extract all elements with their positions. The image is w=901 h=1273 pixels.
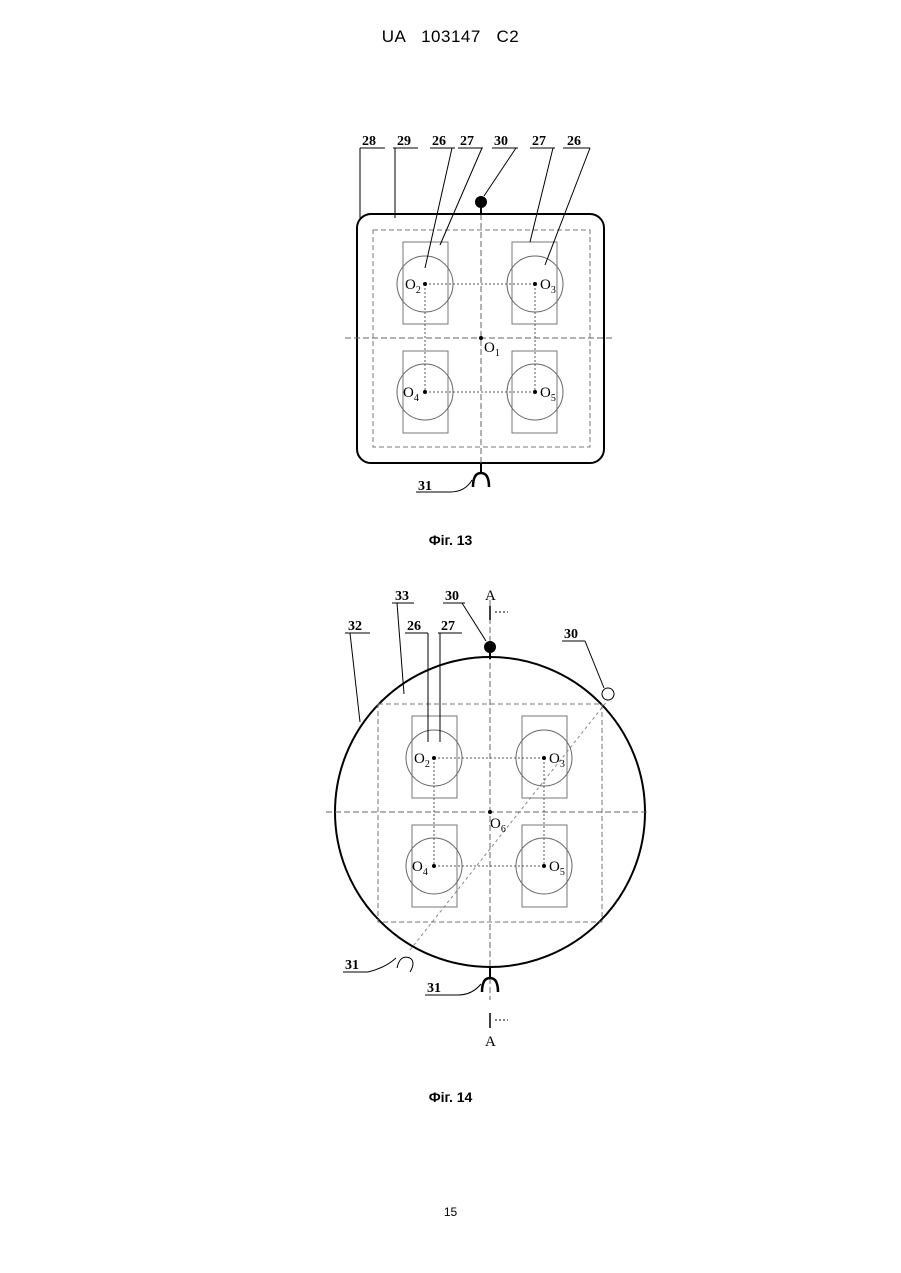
point-o2: O2 [414, 751, 430, 770]
ref-32: 32 [348, 619, 362, 634]
ref-26: 26 [407, 619, 421, 634]
ref-27: 27 [441, 619, 455, 634]
ref-30-top: 30 [445, 589, 459, 604]
ref-30-right: 30 [564, 627, 578, 642]
ref-31-bottom: 31 [427, 981, 441, 996]
ref-31-left: 31 [345, 958, 359, 973]
point-o5: O5 [549, 859, 565, 878]
page-number: 15 [0, 1205, 901, 1219]
ref-33: 33 [395, 589, 409, 604]
section-mark-top: A [485, 588, 496, 604]
figure-14-caption: Фіг. 14 [0, 1089, 901, 1105]
figure-14-drawing: 33 30 32 26 27 30 31 31 A A O2 O3 O6 O4 … [0, 0, 901, 1080]
point-o6: O6 [490, 816, 506, 835]
point-o4: O4 [412, 859, 428, 878]
section-mark-bottom: A [485, 1034, 496, 1050]
point-o3: O3 [549, 751, 565, 770]
